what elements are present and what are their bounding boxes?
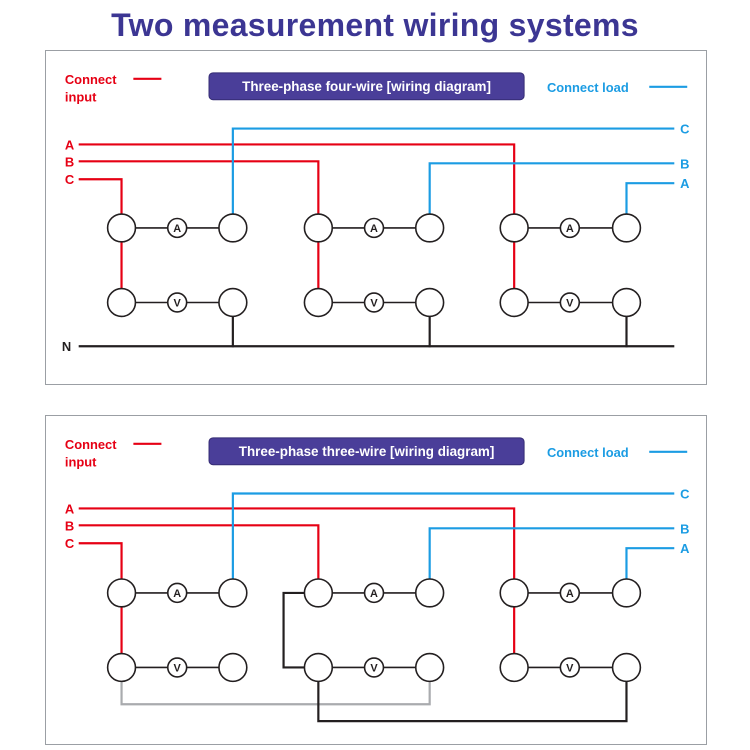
terminal-node: [414, 287, 445, 318]
ammeter-dial: [166, 217, 188, 239]
panel-four-wire: A A A V V V Connect input Three-phase fo…: [45, 50, 707, 385]
terminal-node: [106, 652, 137, 683]
terminal-node: [303, 287, 334, 318]
voltmeter-dial: [559, 657, 581, 678]
wire-input-phase-b: [78, 160, 320, 304]
terminal-node: [611, 287, 642, 318]
wire-phase-b-voltage-link: [282, 591, 320, 669]
ammeter-label: A: [566, 588, 574, 600]
wire-load-phase-c: [231, 127, 675, 230]
four-wire-diagram: A A A V V V Connect input Three-phase fo…: [62, 72, 690, 354]
ammeter-dial: [559, 582, 581, 604]
connect-input-label: Connect: [65, 72, 117, 87]
three-wire-diagram: A A A V V V Connect input Three-phase th…: [65, 437, 689, 723]
load-phase-label-a: A: [680, 541, 689, 556]
panel-three-wire: A A A V V V Connect input Three-phase th…: [45, 415, 707, 745]
terminal-node: [499, 287, 529, 318]
diagram-title-text: Three-phase three-wire [wiring diagram]: [239, 444, 495, 459]
connect-load-label: Connect load: [547, 445, 629, 460]
terminal-node: [218, 213, 248, 243]
load-phase-label-c: C: [680, 486, 689, 501]
terminal-node: [303, 652, 334, 683]
voltmeter-dial: [166, 657, 188, 678]
terminal-node: [499, 213, 529, 243]
terminal-node: [218, 652, 248, 683]
voltmeter-label: V: [174, 662, 182, 674]
diagram-title-badge: [208, 72, 525, 101]
wire-input-phase-a: [78, 507, 516, 669]
voltmeter-label: V: [370, 662, 378, 674]
wire-voltage-link-gray: [120, 666, 431, 706]
connect-load-label: Connect load: [547, 80, 629, 95]
connect-input-label: input: [65, 90, 97, 105]
wire-input-phase-a: [78, 143, 516, 304]
ammeter-dial: [559, 217, 581, 239]
neutral-label: N: [62, 339, 71, 354]
terminal-node: [303, 578, 334, 608]
page-title: Two measurement wiring systems: [111, 7, 639, 43]
input-phase-label-c: C: [65, 536, 74, 551]
load-phase-label-c: C: [680, 122, 689, 137]
terminal-node: [303, 213, 334, 243]
wire-load-phase-a: [625, 182, 675, 230]
terminal-node: [106, 213, 137, 243]
voltmeter-label: V: [566, 297, 574, 309]
terminal-node: [106, 578, 137, 608]
wire-load-phase-b: [428, 162, 675, 230]
input-phase-label-c: C: [65, 172, 74, 187]
ammeter-label: A: [370, 588, 378, 600]
wire-input-phase-c: [78, 542, 123, 669]
terminal-node: [499, 578, 529, 608]
terminal-node: [611, 578, 642, 608]
voltmeter-dial: [363, 657, 385, 678]
ammeter-label: A: [370, 223, 378, 235]
ammeter-label: A: [566, 223, 574, 235]
wire-input-phase-b: [78, 524, 320, 595]
voltmeter-label: V: [566, 662, 574, 674]
wire-input-phase-c: [78, 178, 123, 304]
wire-load-phase-b: [428, 527, 675, 595]
ammeter-dial: [363, 582, 385, 604]
voltmeter-dial: [166, 292, 188, 313]
terminal-node: [611, 652, 642, 683]
load-phase-label-b: B: [680, 156, 689, 171]
terminal-node: [218, 578, 248, 608]
voltmeter-label: V: [370, 297, 378, 309]
ammeter-label: A: [173, 588, 181, 600]
diagram-title-badge: [208, 437, 525, 466]
terminal-node: [106, 287, 137, 318]
ammeter-label: A: [173, 223, 181, 235]
input-phase-label-b: B: [65, 154, 74, 169]
connect-input-label: input: [65, 455, 97, 470]
wire-load-phase-c: [231, 492, 675, 595]
diagram-title-text: Three-phase four-wire [wiring diagram]: [242, 79, 491, 94]
input-phase-label-b: B: [65, 518, 74, 533]
load-phase-label-a: A: [680, 176, 689, 191]
terminal-node: [611, 213, 642, 243]
wire-load-phase-a: [625, 547, 675, 595]
voltmeter-dial: [363, 292, 385, 313]
terminal-node: [499, 652, 529, 683]
terminal-node: [414, 578, 445, 608]
connect-input-label: Connect: [65, 437, 117, 452]
input-phase-label-a: A: [65, 137, 74, 152]
terminal-node: [218, 287, 248, 318]
ammeter-dial: [166, 582, 188, 604]
terminal-node: [414, 213, 445, 243]
terminal-node: [414, 652, 445, 683]
voltmeter-label: V: [174, 297, 182, 309]
wire-voltage-link-black: [317, 666, 628, 723]
load-phase-label-b: B: [680, 521, 689, 536]
input-phase-label-a: A: [65, 501, 74, 516]
ammeter-dial: [363, 217, 385, 239]
voltmeter-dial: [559, 292, 581, 313]
